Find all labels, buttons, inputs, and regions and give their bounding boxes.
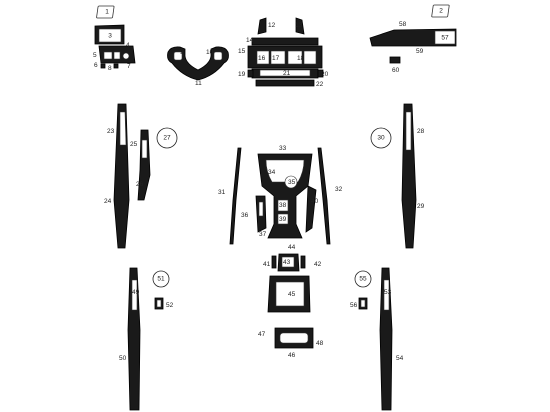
part-label-29: 29 bbox=[417, 203, 425, 210]
part-53-56-right-rear-group: 53 54 55 56 bbox=[350, 267, 404, 411]
part-label-59: 59 bbox=[416, 48, 424, 55]
part-label-55: 55 bbox=[359, 276, 367, 283]
part-label-12: 12 bbox=[268, 22, 276, 29]
part-label-18: 18 bbox=[297, 55, 305, 62]
part-41-48-lower-console-group: 44 43 41 42 45 47 48 46 bbox=[258, 244, 324, 359]
part-label-24: 24 bbox=[104, 198, 112, 205]
part-label-41: 41 bbox=[263, 261, 271, 268]
part-label-5: 5 bbox=[93, 52, 97, 59]
part-28-30-right-door-group: 28 29 30 bbox=[370, 103, 425, 249]
part-9-11-steering-group: 9 10 11 bbox=[167, 46, 229, 87]
part-label-10: 10 bbox=[206, 49, 214, 56]
part-label-37: 37 bbox=[259, 231, 267, 238]
part-31-40-console-group: 31 32 33 34 35 38 39 36 37 40 bbox=[218, 145, 343, 245]
part-label-8: 8 bbox=[108, 65, 112, 72]
part-label-45: 45 bbox=[288, 291, 296, 298]
part-label-40: 40 bbox=[311, 198, 319, 205]
part-label-23: 23 bbox=[107, 128, 115, 135]
part-label-54: 54 bbox=[396, 355, 404, 362]
part-12-22-center-group: 12 13 14 15 16 17 18 21 19 20 22 bbox=[238, 17, 329, 88]
part-label-17: 17 bbox=[272, 55, 280, 62]
part-label-9: 9 bbox=[180, 49, 184, 56]
part-1-group: 1 bbox=[96, 5, 115, 19]
part-label-6: 6 bbox=[94, 62, 98, 69]
part-label-22: 22 bbox=[316, 81, 324, 88]
part-49-52-left-rear-group: 49 50 51 52 bbox=[119, 267, 174, 411]
part-label-49: 49 bbox=[132, 289, 140, 296]
part-label-15: 15 bbox=[238, 48, 246, 55]
part-label-51: 51 bbox=[157, 276, 165, 283]
part-label-2: 2 bbox=[439, 8, 443, 15]
part-label-46: 46 bbox=[288, 352, 296, 359]
part-label-4: 4 bbox=[126, 42, 130, 49]
part-label-44: 44 bbox=[288, 244, 296, 251]
part-label-21: 21 bbox=[283, 70, 291, 77]
part-label-16: 16 bbox=[258, 55, 266, 62]
part-label-26: 26 bbox=[136, 181, 144, 188]
part-label-38: 38 bbox=[279, 202, 287, 209]
part-label-14: 14 bbox=[246, 37, 254, 44]
part-label-1: 1 bbox=[105, 9, 109, 16]
part-label-20: 20 bbox=[321, 71, 329, 78]
part-label-33: 33 bbox=[279, 145, 287, 152]
part-label-58: 58 bbox=[399, 21, 407, 28]
part-23-27-left-door-group: 23 24 25 26 27 bbox=[104, 103, 178, 249]
part-label-31: 31 bbox=[218, 189, 226, 196]
part-2-group: 2 bbox=[431, 4, 450, 18]
part-label-34: 34 bbox=[268, 169, 276, 176]
part-label-60: 60 bbox=[392, 67, 400, 74]
part-label-30: 30 bbox=[377, 135, 385, 142]
part-label-52: 52 bbox=[166, 302, 174, 309]
part-label-11: 11 bbox=[195, 80, 202, 87]
part-label-27: 27 bbox=[163, 135, 171, 142]
part-3-group: 3 bbox=[94, 24, 125, 45]
part-label-50: 50 bbox=[119, 355, 127, 362]
part-label-36: 36 bbox=[241, 212, 249, 219]
part-label-48: 48 bbox=[316, 340, 324, 347]
part-label-13: 13 bbox=[295, 22, 303, 29]
part-label-28: 28 bbox=[417, 128, 425, 135]
part-label-39: 39 bbox=[279, 216, 287, 223]
part-label-53: 53 bbox=[384, 289, 392, 296]
part-label-57: 57 bbox=[441, 35, 449, 42]
part-label-43: 43 bbox=[283, 259, 291, 266]
part-label-56: 56 bbox=[350, 302, 358, 309]
part-label-25: 25 bbox=[130, 141, 138, 148]
part-label-42: 42 bbox=[314, 261, 322, 268]
part-label-47: 47 bbox=[258, 331, 266, 338]
part-label-7: 7 bbox=[127, 63, 131, 70]
part-57-60-group: 57 58 59 60 bbox=[369, 21, 457, 74]
part-label-3: 3 bbox=[108, 33, 112, 40]
part-label-19: 19 bbox=[238, 71, 246, 78]
part-label-35: 35 bbox=[288, 179, 296, 186]
part-label-32: 32 bbox=[335, 186, 343, 193]
part-4-8-group: 4 5 6 7 8 bbox=[93, 42, 136, 72]
